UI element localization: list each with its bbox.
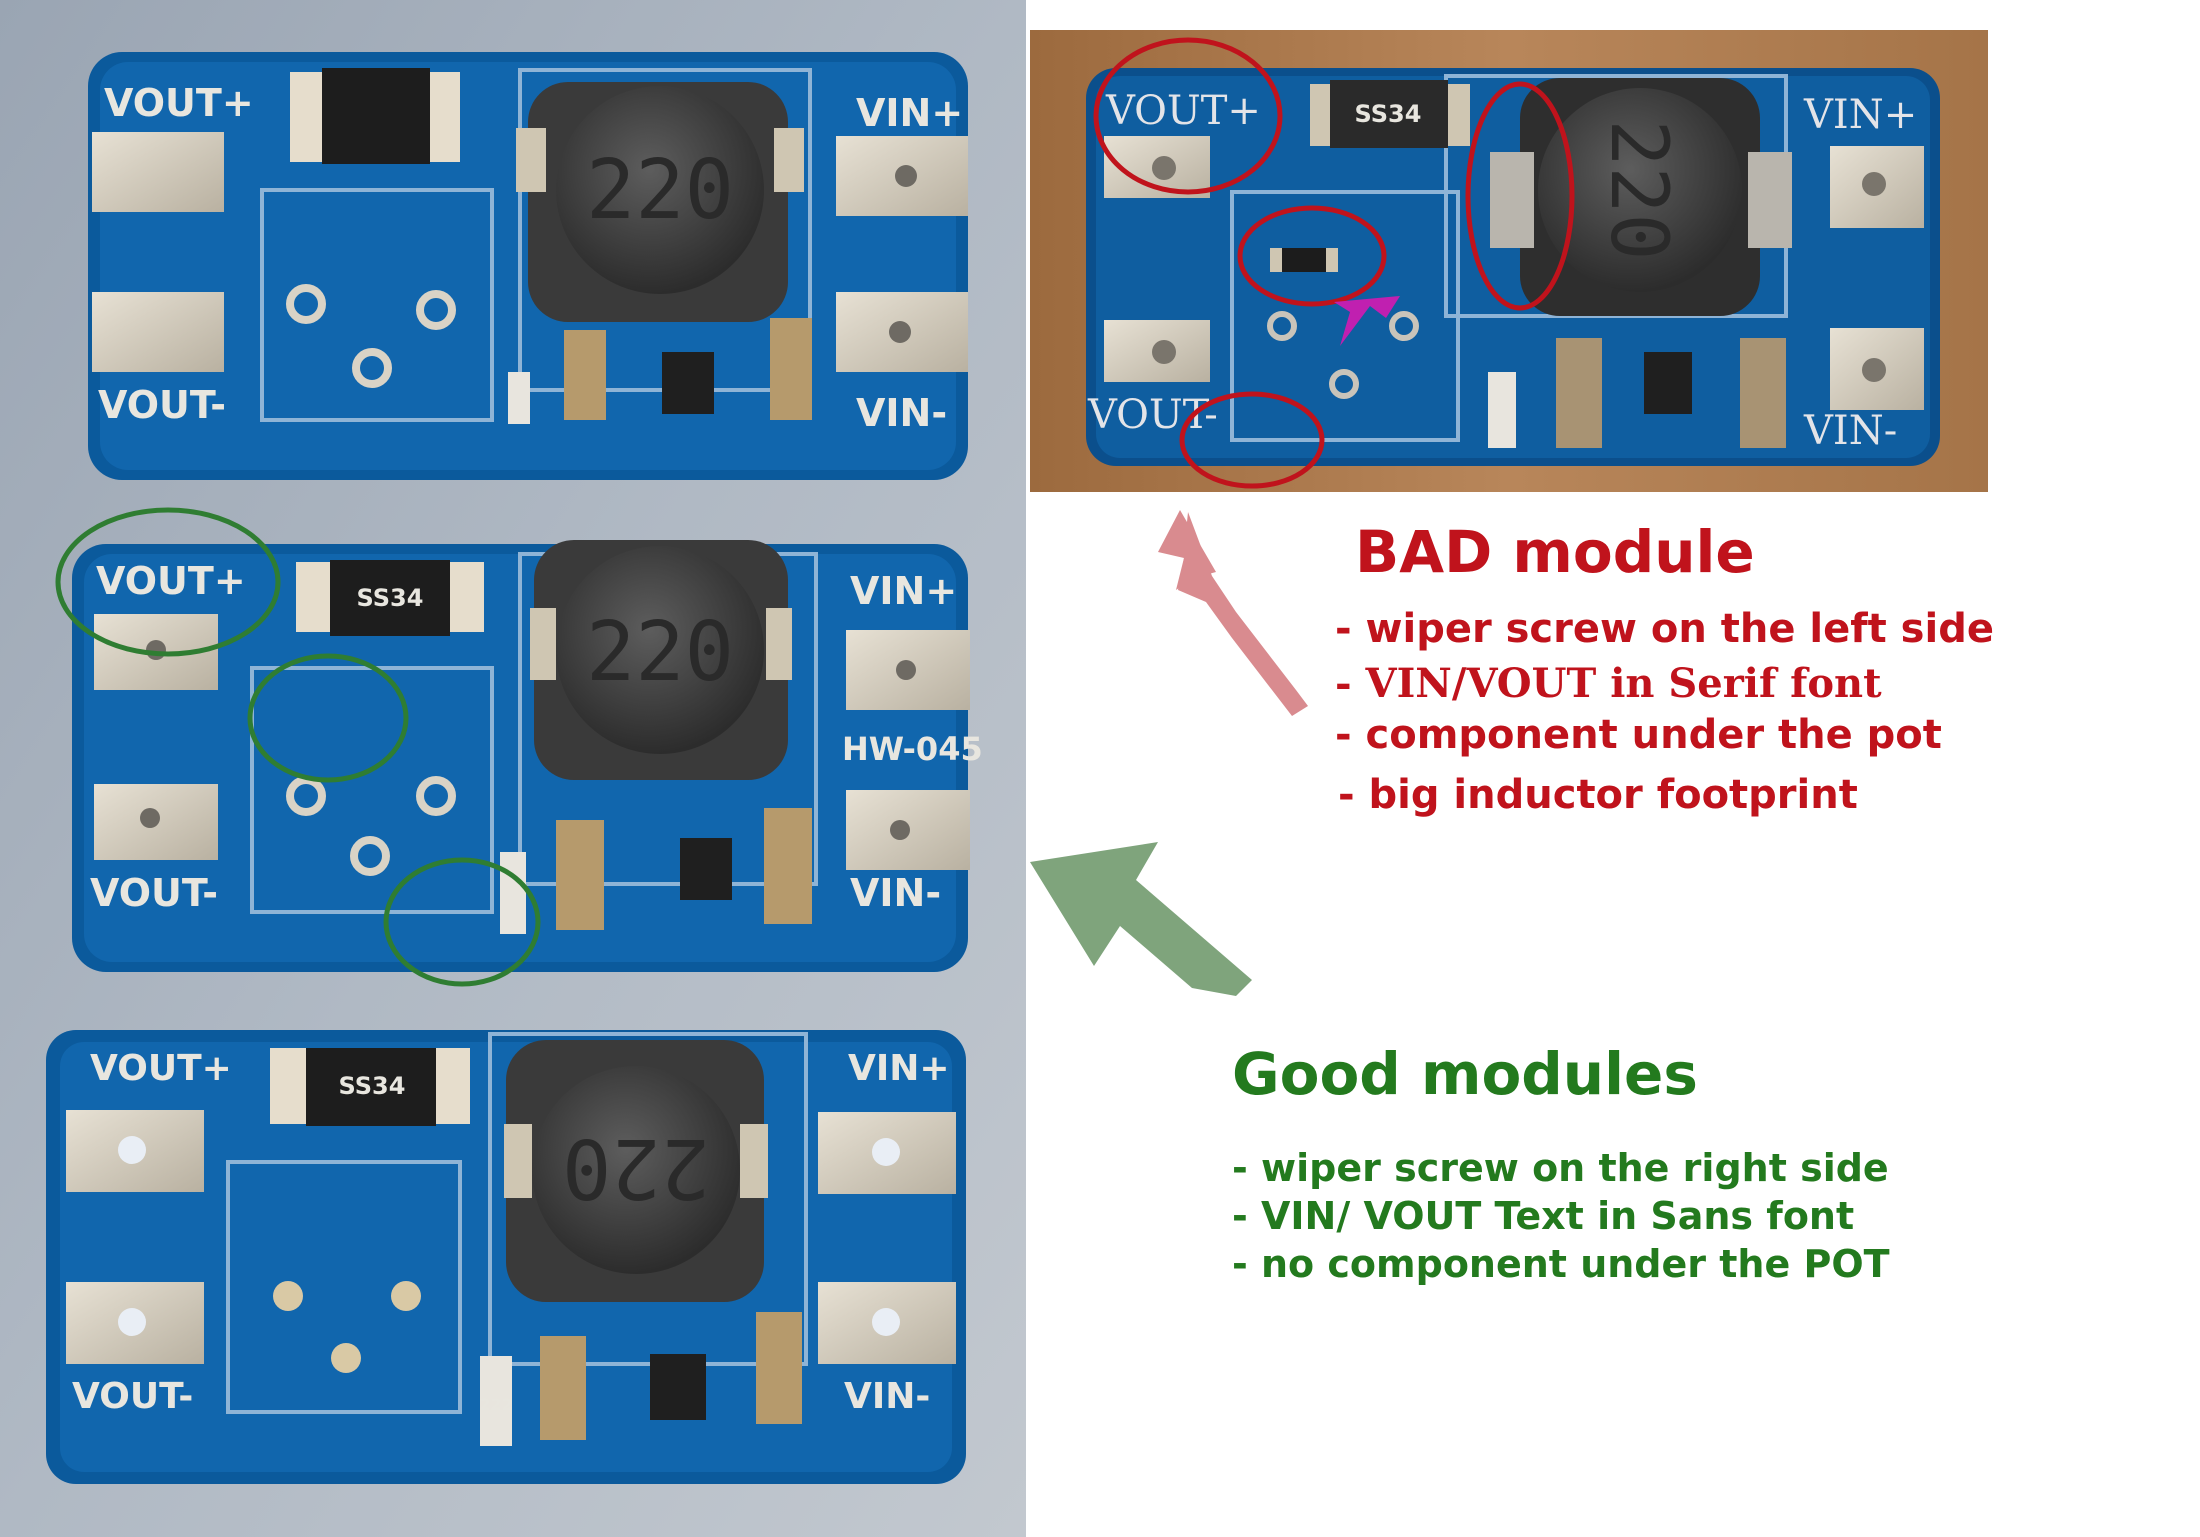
good-modules-title: Good modules [1232,1040,1698,1108]
bad-vin-minus-label: VIN- [1803,408,1897,454]
top-vout-minus-label: VOUT- [98,383,226,427]
module-bottom: SS34 220 222 VOUT+ VOUT- VIN+ VIN- [46,1030,966,1484]
middle-vout-minus-label: VOUT- [90,871,218,915]
bad-module-title: BAD module [1355,518,1755,586]
good-item-1: - wiper screw on the right side [1232,1146,1889,1190]
module-top: 220 VOUT+ VOUT- VIN+ VIN- [88,52,968,480]
bad-vin-plus-label: VIN+ [1803,92,1917,138]
top-vout-plus-label: VOUT+ [104,81,254,125]
good-marker-pot-area [247,653,409,783]
bad-marker-vout-label [1093,37,1283,195]
bottom-vin-minus-label: VIN- [844,1376,930,1417]
good-marker-vout-label [55,507,281,657]
good-item-2: - VIN/ VOUT Text in Sans font [1232,1194,1855,1238]
bad-inductor-marking: 220 [1593,120,1683,261]
wiper-screw-arrow-icon [1334,296,1400,346]
bottom-inductor-marking: 220 [562,1120,710,1215]
middle-board-label: HW-045 [842,730,983,768]
middle-vin-plus-label: VIN+ [850,569,957,613]
bottom-vout-plus-label: VOUT+ [90,1048,232,1089]
bad-diode-marking: SS34 [1355,100,1422,128]
bad-marker-footprint-notch [1179,391,1325,489]
good-item-3: - no component under the POT [1232,1242,1890,1286]
middle-diode-marking: SS34 [357,584,424,612]
top-inductor-marking: 220 [586,143,734,238]
middle-inductor-marking: 220 [586,605,734,700]
bottom-resistor-marking: 222 [479,1395,512,1414]
middle-vout-plus-label: VOUT+ [96,559,246,603]
bad-item-2: - VIN/VOUT in Serif font [1335,660,1882,707]
module-middle: SS34 220 VOUT+ VOUT- VIN+ VIN- HW-045 [55,507,983,987]
top-vin-plus-label: VIN+ [856,91,963,135]
bad-vout-minus-label: VOUT- [1087,392,1218,438]
bad-item-4: - big inductor footprint [1338,772,1858,818]
bottom-diode-marking: SS34 [339,1072,406,1100]
bad-marker-component-under-pot [1237,205,1387,307]
bottom-vout-minus-label: VOUT- [72,1376,193,1417]
bad-item-1: - wiper screw on the left side [1335,606,1994,652]
top-vin-minus-label: VIN- [856,391,947,435]
good-pointer-arrow-icon [1030,842,1252,996]
bad-vout-plus-label: VOUT+ [1105,88,1261,134]
bad-module-photo: SS34 220 VOUT+ VOUT- VIN+ VIN- [1030,30,1988,492]
bad-marker-inductor-footprint [1465,81,1575,311]
bad-pointer-arrow-icon [1178,512,1308,716]
middle-vin-minus-label: VIN- [850,871,941,915]
bad-item-3: - component under the pot [1335,712,1942,758]
bad-pointer-arrowhead-icon [1158,510,1216,590]
good-marker-footprint [383,857,541,987]
bottom-vin-plus-label: VIN+ [848,1048,950,1089]
